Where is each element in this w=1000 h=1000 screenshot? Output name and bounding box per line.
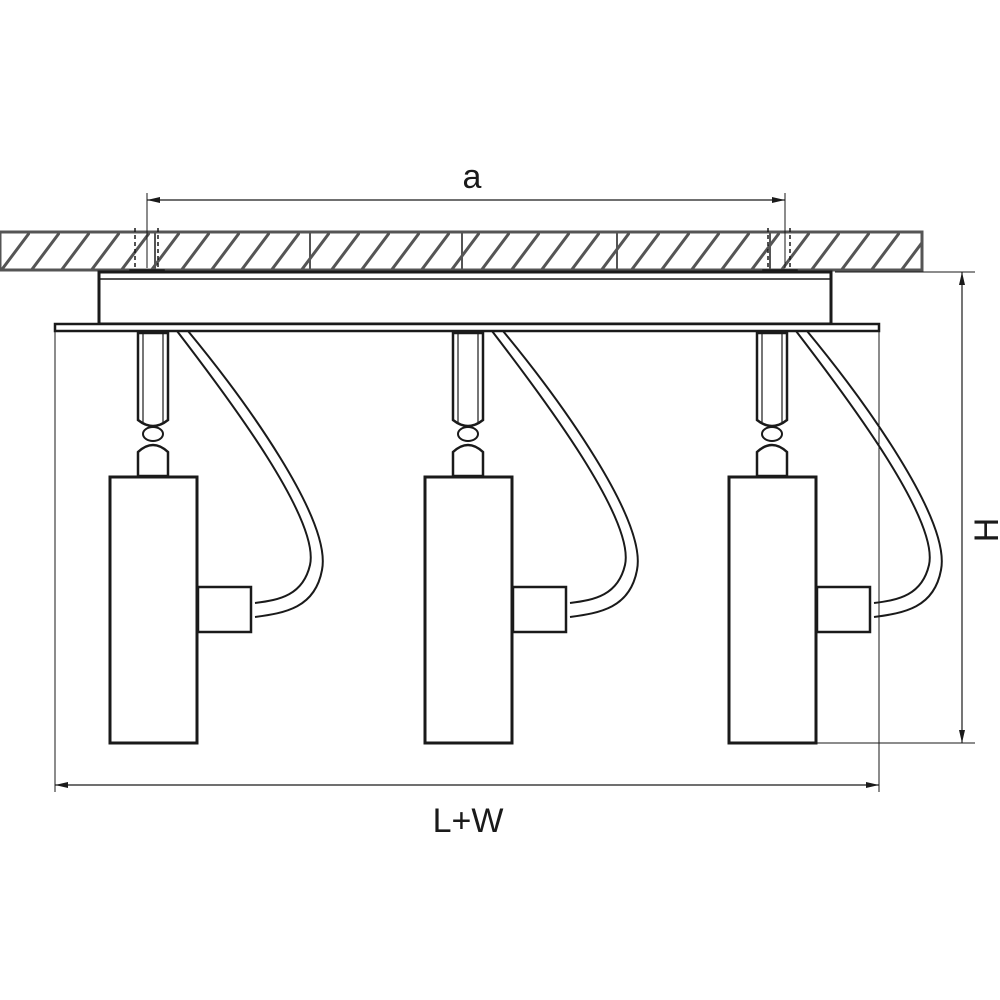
swivel-joint xyxy=(761,426,783,442)
base-housing xyxy=(53,270,881,333)
lamp-body xyxy=(727,475,818,745)
ceiling-slab xyxy=(0,230,924,272)
power-cable-outline xyxy=(806,330,943,618)
dimension-a: a xyxy=(146,158,786,268)
power-cable xyxy=(795,330,931,604)
lamp-body xyxy=(108,475,199,745)
power-cable-outline xyxy=(187,330,324,618)
dimension-l-plus-w: L+W xyxy=(54,331,880,840)
swivel-neck xyxy=(136,443,170,478)
swivel-joint xyxy=(457,426,479,442)
dimension-h: H xyxy=(815,271,1000,744)
mount-rod xyxy=(451,331,485,428)
cable-connector xyxy=(815,585,872,634)
swivel-joint xyxy=(142,426,164,442)
lamp-body xyxy=(423,475,514,745)
power-cable xyxy=(176,330,312,604)
spotlight-2 xyxy=(423,330,639,745)
mount-rod xyxy=(136,331,170,428)
dimension-l-plus-w-label: L+W xyxy=(433,802,504,840)
power-cable-outline xyxy=(502,330,639,618)
cable-connector xyxy=(511,585,568,634)
swivel-neck xyxy=(451,443,485,478)
dimension-h-label: H xyxy=(968,518,1000,543)
mount-rod xyxy=(755,331,789,428)
spotlight-3 xyxy=(727,330,943,745)
cable-connector xyxy=(196,585,253,634)
spotlight-1 xyxy=(108,330,324,745)
power-cable xyxy=(491,330,627,604)
swivel-neck xyxy=(755,443,789,478)
dimension-a-label: a xyxy=(463,158,482,196)
